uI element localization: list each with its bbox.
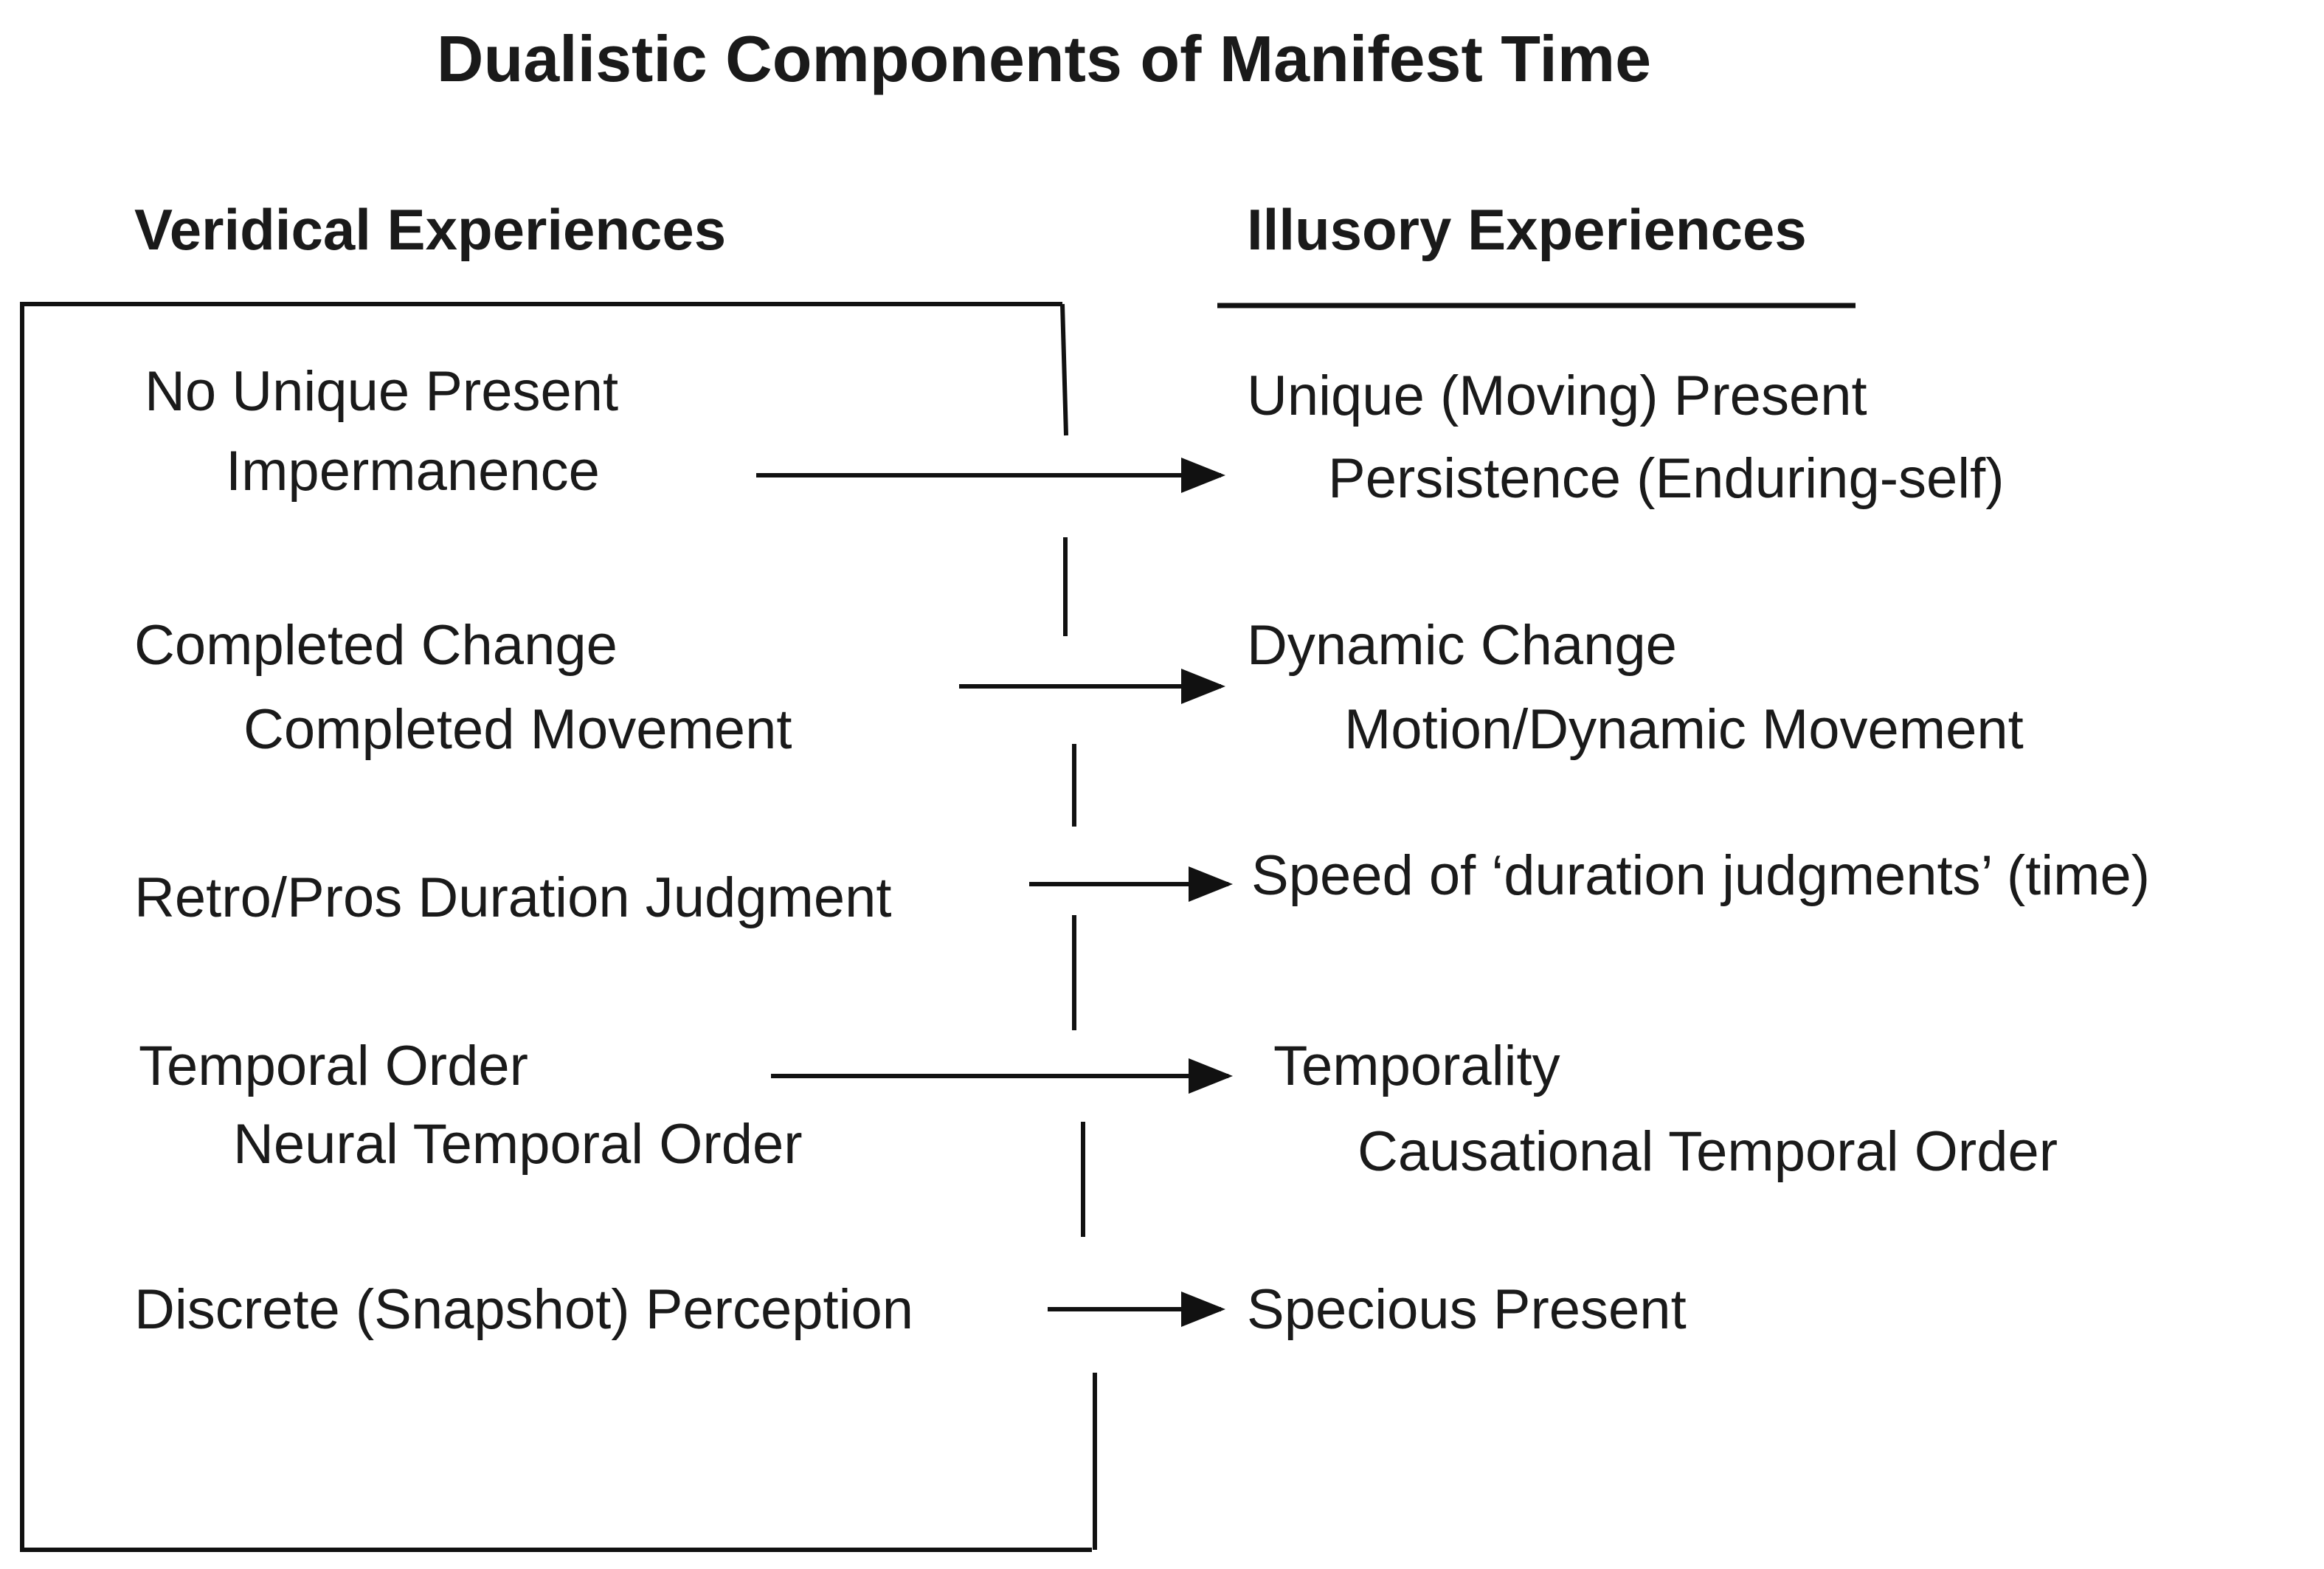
illusory-item: Specious Present [1247,1278,1687,1341]
illusory-item: Dynamic Change [1247,614,1677,677]
illusory-item: Persistence (Enduring-self) [1328,447,2005,510]
veridical-item: Temporal Order [139,1035,528,1097]
illusory-item: Unique (Moving) Present [1247,365,1867,427]
veridical-item: Completed Change [134,614,618,677]
box-dash-segment [1060,303,1068,436]
illusory-item: Causational Temporal Order [1358,1120,2058,1183]
veridical-item: Completed Movement [243,698,792,761]
veridical-box-border [20,302,1092,1552]
veridical-item: Discrete (Snapshot) Perception [134,1278,913,1341]
veridical-item: Retro/Pros Duration Judgment [134,866,891,929]
illusory-item: Speed of ‘duration judgments’ (time) [1251,844,2150,907]
illusory-item: Motion/Dynamic Movement [1344,698,2024,761]
illusory-item: Temporality [1273,1035,1560,1097]
veridical-item: Neural Temporal Order [233,1113,803,1176]
veridical-item: Impermanence [226,440,600,503]
illusory-heading: Illusory Experiences [1247,197,1807,262]
veridical-item: No Unique Present [145,360,618,423]
diagram-title: Dualistic Components of Manifest Time [437,22,1651,95]
veridical-heading: Veridical Experiences [134,197,726,262]
